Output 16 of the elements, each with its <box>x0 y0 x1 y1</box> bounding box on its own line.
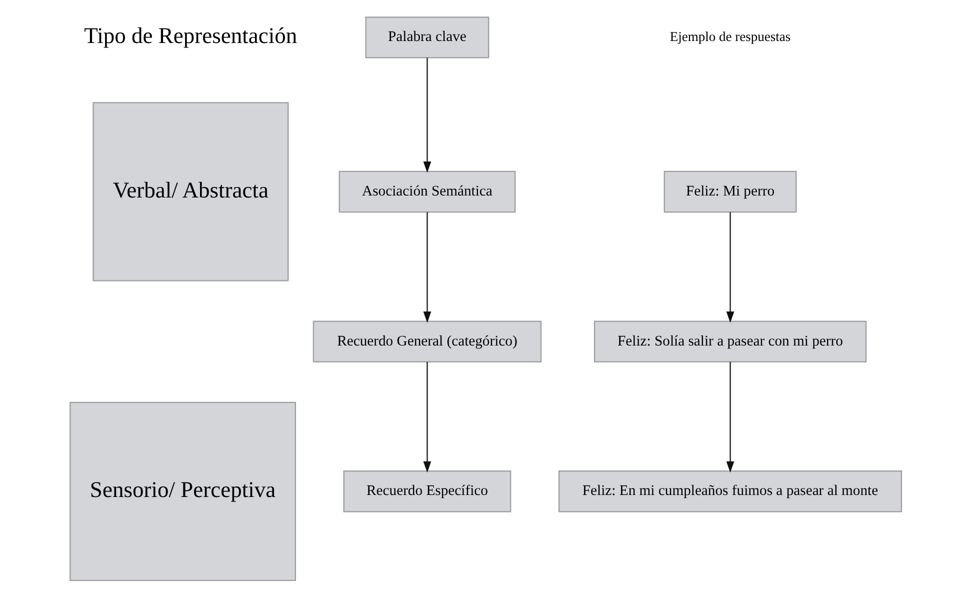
node-box: Recuerdo Específico <box>342 470 511 512</box>
node-box: Verbal/ Abstracta <box>92 102 288 282</box>
arrow <box>422 58 431 173</box>
node-box: Asociación Semántica <box>338 170 516 213</box>
node-box: Palabra clave <box>364 16 489 58</box>
arrow <box>726 212 734 323</box>
node-box: Feliz: Mi perro <box>663 170 796 213</box>
arrow <box>422 362 431 473</box>
node-box: Sensorio/ Perceptiva <box>69 402 296 581</box>
arrow <box>726 362 734 473</box>
node-box: Feliz: Solía salir a pasear con mi perro <box>593 320 866 362</box>
node-box: Recuerdo General (categórico) <box>312 320 542 362</box>
label: Tipo de Representación <box>84 23 297 48</box>
label: Ejemplo de respuestas <box>669 28 790 44</box>
arrow <box>422 212 431 323</box>
node-box: Feliz: En mi cumpleaños fuimos a pasear al monte <box>558 470 902 512</box>
